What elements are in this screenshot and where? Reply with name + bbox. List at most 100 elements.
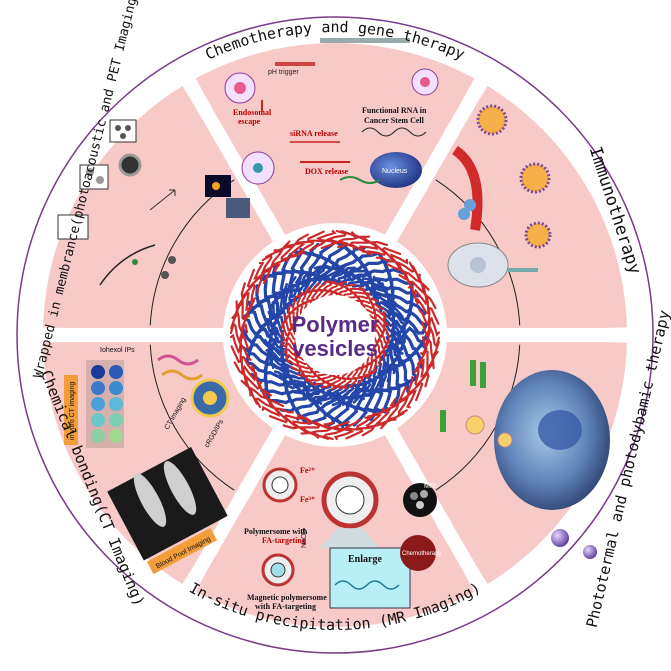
blood-vessel-icon — [451, 145, 483, 231]
polymer-chain — [322, 280, 334, 297]
polymer-chain — [396, 260, 416, 281]
polymer-chain — [231, 299, 253, 321]
chemotherapy-text: Chemotherapy — [402, 551, 441, 557]
vesicle-core — [295, 295, 375, 375]
polymer-chain — [316, 280, 330, 299]
polymer-chain — [360, 292, 373, 309]
polymer-chain — [299, 416, 321, 439]
polymer-chain — [307, 266, 323, 289]
polymer-chain — [295, 376, 313, 399]
polymersome-icon — [321, 471, 379, 529]
polymer-chain — [269, 304, 287, 322]
blood-pool-label — [146, 527, 218, 575]
center-title-line2: vesicles — [292, 336, 378, 361]
polymer-chain — [307, 230, 328, 252]
chemo-gene-panel: pH trigger Endosomal escape siRNA releas… — [224, 38, 439, 188]
membrane-vesicle-icon — [118, 153, 142, 177]
polymer-chain — [299, 247, 325, 280]
polymer-chain — [359, 253, 386, 285]
mr-imaging-panel: Fe²⁺ Fe³⁺ Polymersome with FA-targeting … — [244, 466, 441, 611]
ct-sample-dot — [91, 413, 105, 427]
polymer-chain — [371, 342, 389, 356]
polymer-chain — [375, 246, 402, 263]
polymer-chain — [230, 309, 251, 334]
polymer-chain — [330, 373, 343, 390]
polymer-chain — [351, 273, 372, 288]
polymer-chain — [368, 308, 385, 320]
polymer-chain — [300, 291, 317, 303]
panel-arc-line — [435, 179, 521, 326]
nanoparticle-icon — [476, 104, 552, 249]
polymer-chain — [313, 373, 328, 386]
dox-text: DOX release — [305, 167, 349, 176]
center-title-line1: Polymer — [292, 312, 379, 337]
polymer-chain — [389, 340, 428, 358]
polymer-chain — [282, 341, 297, 354]
polymer-chain — [301, 364, 314, 382]
polymer-chain — [332, 280, 345, 297]
polymer-chain — [292, 415, 312, 435]
enlarge-text: Enlarge — [348, 554, 382, 565]
endosomal-text: Endosomal — [233, 108, 272, 117]
polymer-chain — [229, 331, 250, 355]
fe2-text: Fe²⁺ — [300, 466, 315, 475]
ct-sample-dot — [91, 429, 105, 443]
polymer-chain — [308, 370, 322, 386]
polymer-chain — [242, 334, 279, 354]
polymer-chain — [268, 406, 294, 424]
iohexol-text: Iohexol IPs — [100, 347, 135, 354]
divider-spoke — [181, 426, 287, 594]
polymer-chain — [253, 389, 274, 410]
nucleus-icon: Nucleus — [370, 152, 422, 188]
polymer-chain — [359, 235, 379, 255]
polymer-chain — [317, 385, 333, 405]
ct-sample-dot — [91, 397, 105, 411]
polymer-chain — [367, 370, 383, 391]
ct-sample-dot — [91, 381, 105, 395]
ct-sample-dot — [109, 365, 123, 379]
polymer-chain — [346, 369, 358, 388]
polymer-chain — [312, 265, 329, 286]
polymer-chain — [372, 408, 397, 425]
polymer-chain — [366, 355, 378, 371]
polymer-chain — [377, 369, 410, 393]
polymer-chain — [365, 303, 384, 315]
membrane-panel — [57, 119, 250, 286]
cell-icon — [241, 151, 275, 185]
panel-arc-line — [149, 344, 235, 491]
polymer-chain — [374, 277, 413, 299]
polymer-chain — [331, 420, 355, 441]
fe3-text: Fe³⁺ — [300, 495, 315, 504]
escape-text: escape — [238, 117, 261, 126]
polymer-chain — [365, 413, 388, 430]
polymer-chain — [342, 418, 364, 440]
polymersome-icon — [261, 553, 295, 587]
photothermal-panel — [440, 360, 610, 559]
polymer-chain — [280, 324, 296, 336]
polymer-chain — [280, 331, 297, 342]
ct-sample-dot — [109, 397, 123, 411]
enlarge-box — [329, 547, 411, 609]
polymer-chain — [260, 253, 281, 274]
polymer-chain — [364, 277, 382, 296]
polymer-chain — [373, 320, 390, 334]
sphere-icon — [551, 529, 569, 547]
polymer-chain — [370, 258, 392, 295]
naoh-text: NaOH — [301, 529, 308, 548]
polymer-chain — [311, 384, 328, 405]
polymer-chain — [245, 353, 286, 374]
micelle-icon — [224, 72, 256, 104]
micelle-icon — [411, 68, 439, 96]
polymer-chain — [354, 367, 370, 380]
ph-trigger-text: pH trigger — [268, 69, 299, 76]
polymer-chain — [418, 306, 440, 327]
polymer-chain — [347, 383, 365, 401]
polymer-chain — [402, 265, 422, 289]
divider-spoke — [383, 76, 489, 244]
polymer-chain — [260, 362, 287, 393]
polymer-chain — [340, 242, 360, 281]
sector-chemo — [195, 43, 475, 237]
with-fa-text: with FA-targeting — [255, 602, 316, 611]
polymer-chain — [283, 311, 301, 323]
polymer-chain — [386, 253, 408, 273]
